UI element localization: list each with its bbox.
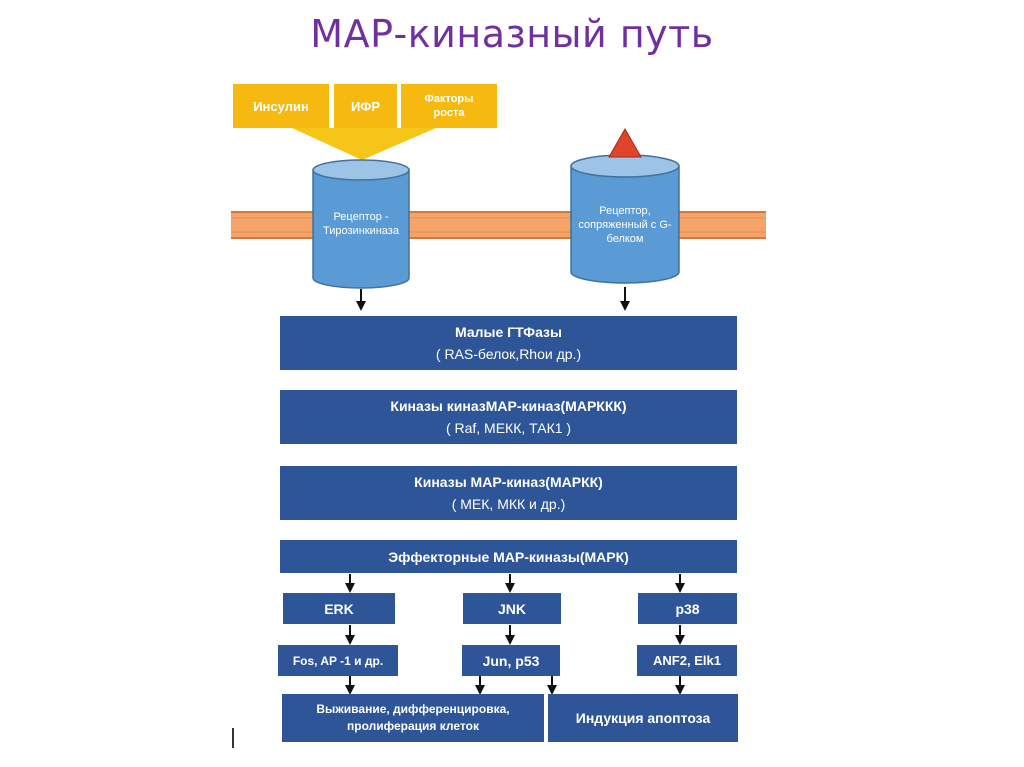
mapkk-box: Киназы МАР-киназ(МАРКК) ( МЕК, МКК и др.… [280,466,737,520]
rtk-receptor-cylinder [312,159,410,289]
ligand-growth-factors-label: Факторы роста [424,93,474,119]
cell-membrane [231,211,766,239]
rtk-receptor-label: Рецептор - Тирозинкиназа [323,211,399,237]
p38-targets-box: ANF2, Elk1 [637,645,737,676]
ligand-igf: ИФР [334,84,397,128]
gpcr-receptor-label: Рецептор, сопряженный с G-белком [578,205,672,245]
gpcr-ligand-triangle [608,127,642,158]
erk-box: ERK [283,593,395,624]
mapkkk-examples: ( Raf, МЕКК, ТАК1 ) [445,420,572,436]
erk-targets-label: Fos, AP -1 и др. [292,653,384,668]
pathway-arrows [345,287,685,695]
survival-outcome-label: Выживание, дифференцировка, пролиферация… [316,702,510,733]
survival-outcome-box: Выживание, дифференцировка, пролиферация… [282,694,544,742]
apoptosis-outcome-label: Индукция апоптоза [575,710,711,726]
jnk-label: JNK [497,600,526,617]
mapkkk-title: Киназы киназМАР-киназ(МАРККК) [390,398,627,414]
effector-mapk-title: Эффекторные МАР-киназы(МАРК) [388,548,629,565]
p38-box: p38 [638,593,737,624]
jnk-targets-label: Jun, p53 [482,652,540,669]
small-gtpases-title: Малые ГТФазы [455,324,562,340]
ligand-insulin: Инсулин [233,84,329,128]
mapkk-examples: ( МЕК, МКК и др.) [451,496,566,512]
p38-targets-label: ANF2, Elk1 [653,652,721,668]
ligand-insulin-label: Инсулин [253,98,309,114]
slide-title: МАР-киназный путь [310,12,714,56]
erk-targets-box: Fos, AP -1 и др. [278,645,398,676]
p38-label: p38 [675,600,700,617]
apoptosis-outcome-box: Индукция апоптоза [548,694,738,742]
ligand-growth-factors: Факторы роста [401,84,497,128]
mapkk-title: Киназы МАР-киназ(МАРКК) [414,474,603,490]
jnk-targets-box: Jun, p53 [462,645,560,676]
ligand-igf-label: ИФР [350,98,381,114]
effector-mapk-box: Эффекторные МАР-киназы(МАРК) [280,540,737,573]
jnk-box: JNK [463,593,561,624]
ligand-binding-triangle [292,128,436,160]
small-gtpases-box: Малые ГТФазы ( RAS-белок,Rhoи др.) [280,316,737,370]
small-gtpases-examples: ( RAS-белок,Rhoи др.) [435,346,582,362]
erk-label: ERK [324,600,354,617]
gpcr-receptor-cylinder [570,154,680,284]
mapkkk-box: Киназы киназМАР-киназ(МАРККК) ( Raf, МЕК… [280,390,737,444]
slide-edge-marker [232,728,234,748]
